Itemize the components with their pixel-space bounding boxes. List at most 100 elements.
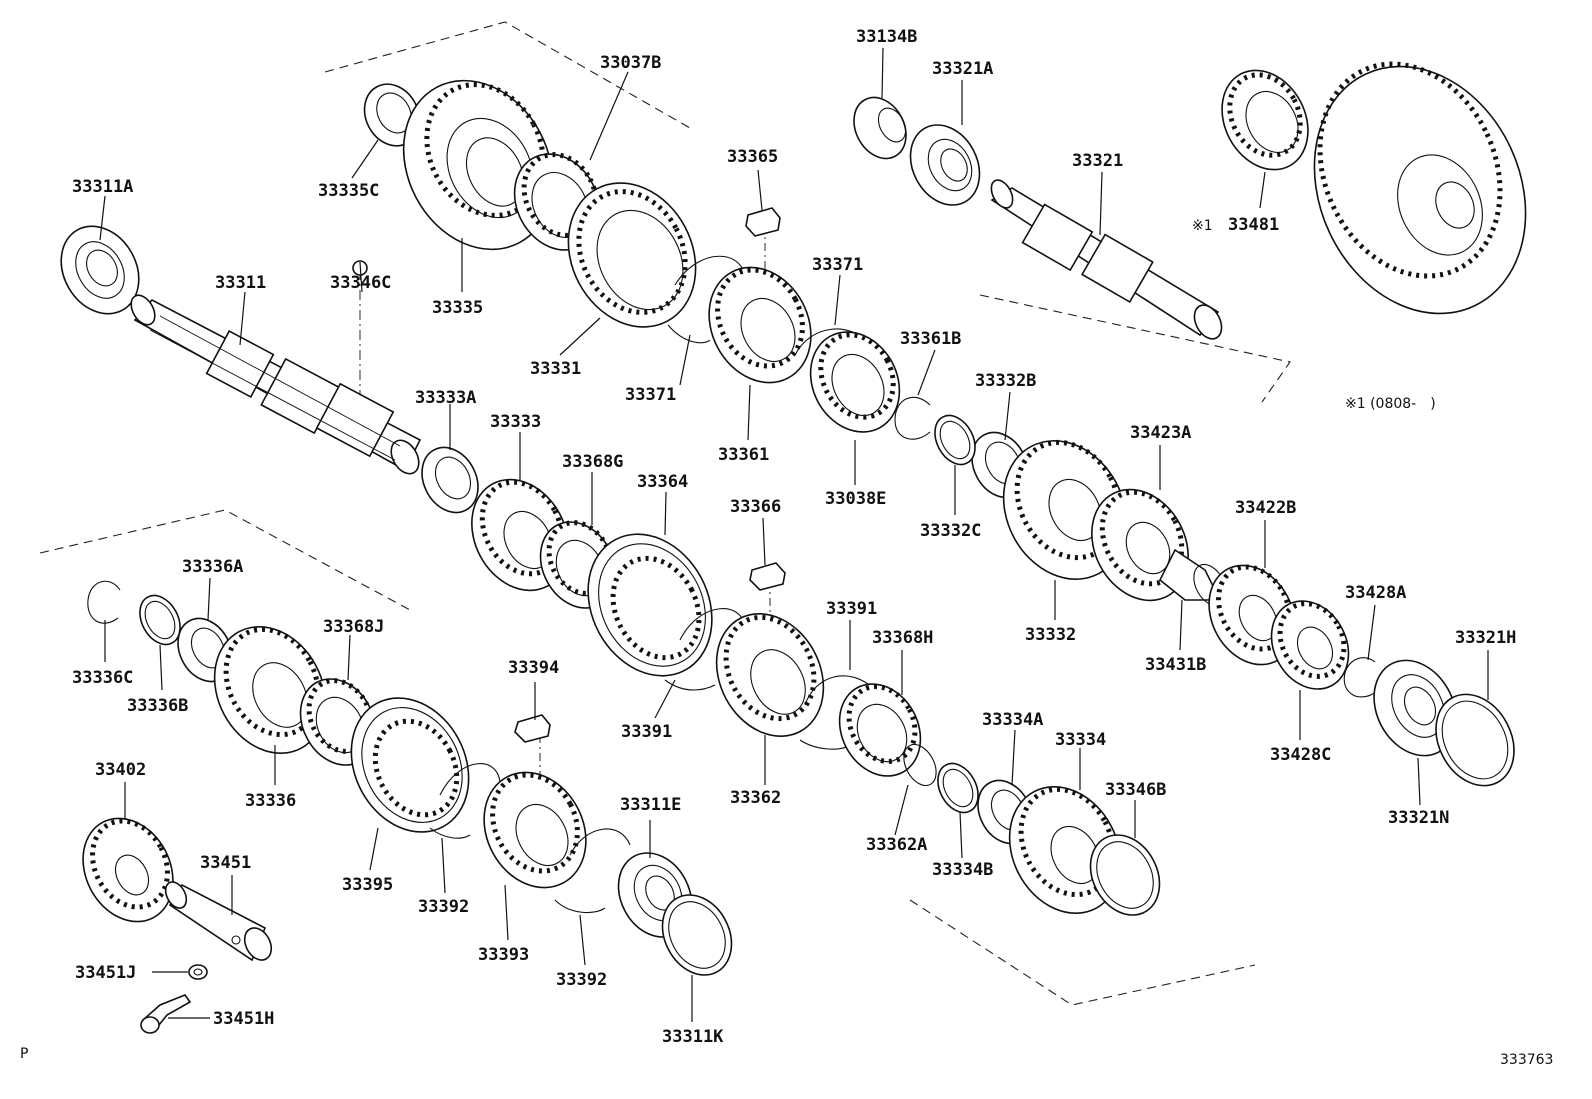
callout-33335C: 33335C	[318, 181, 379, 201]
callout-33394: 33394	[508, 658, 559, 678]
callout-33428A: 33428A	[1345, 583, 1406, 603]
callout-33362A: 33362A	[866, 835, 927, 855]
callout-33331: 33331	[530, 359, 581, 379]
callout-33334A: 33334A	[982, 710, 1043, 730]
callout-33346C: 33346C	[330, 273, 391, 293]
gear-33336	[213, 626, 327, 754]
note-text: ※1 (0808- )	[1345, 396, 1436, 412]
callout-33321A: 33321A	[932, 59, 993, 79]
callout-33391-upper: 33391	[826, 599, 877, 619]
callout-33431B: 33431B	[1145, 655, 1206, 675]
callout-33311K: 33311K	[662, 1027, 724, 1047]
callout-33364: 33364	[637, 472, 688, 492]
callout-33037B: 33037B	[600, 53, 661, 73]
callout-33346B: 33346B	[1105, 780, 1166, 800]
bearing-race-33481	[1221, 69, 1309, 171]
shifting-key-33394	[514, 714, 551, 743]
callout-33371-lower: 33371	[625, 385, 676, 405]
hub-sleeve-33331	[567, 182, 697, 328]
callout-33402: 33402	[95, 760, 146, 780]
clutch-hub-33361	[708, 266, 812, 384]
callout-33336: 33336	[245, 791, 296, 811]
dashed-group-outlines	[39, 21, 1291, 1006]
callout-33362: 33362	[730, 788, 781, 808]
callout-33334: 33334	[1055, 730, 1106, 750]
callout-33332B: 33332B	[975, 371, 1036, 391]
callout-33333A: 33333A	[415, 388, 476, 408]
callout-33451: 33451	[200, 853, 251, 873]
bolt-33451H	[140, 994, 192, 1034]
gear-33335	[402, 79, 554, 251]
diagram-id: 333763	[1500, 1052, 1553, 1068]
callout-33361B: 33361B	[900, 329, 961, 349]
callout-33428C: 33428C	[1270, 745, 1331, 765]
washer-33311K	[661, 894, 733, 976]
callout-33336C: 33336C	[72, 668, 133, 688]
washer-33321H	[1435, 693, 1515, 787]
callout-33393: 33393	[478, 945, 529, 965]
callout-33332: 33332	[1025, 625, 1076, 645]
callout-33368G: 33368G	[562, 452, 623, 472]
hub-sleeve-33364	[587, 533, 713, 677]
callout-33311A: 33311A	[72, 177, 133, 197]
bearing-33321A	[909, 124, 981, 206]
callout-33311: 33311	[215, 273, 266, 293]
shifting-key-33365	[745, 207, 781, 237]
callout-33365: 33365	[727, 147, 778, 167]
callout-33368H: 33368H	[872, 628, 933, 648]
callout-33335: 33335	[432, 298, 483, 318]
callout-33392-right: 33392	[556, 970, 607, 990]
snap-ring-33361B	[894, 396, 931, 440]
washer-33332C	[934, 414, 976, 466]
callout-33321: 33321	[1072, 151, 1123, 171]
gear-33428C	[1270, 600, 1350, 690]
callout-33334B: 33334B	[932, 860, 993, 880]
reverse-idler-gear-33402	[82, 817, 174, 923]
callout-33332C: 33332C	[920, 521, 981, 541]
callout-33321N: 33321N	[1388, 808, 1449, 828]
clutch-hub-33393	[483, 771, 587, 889]
callout-33333: 33333	[490, 412, 541, 432]
snap-ring-33428A	[1343, 657, 1379, 698]
snap-spring-33392-right	[554, 828, 631, 914]
callout-33366: 33366	[730, 497, 781, 517]
snap-spring-33392-left	[429, 763, 501, 839]
input-shaft-33311	[130, 294, 422, 475]
snap-ring-33336C	[87, 580, 121, 624]
shifting-key-33366	[749, 562, 786, 591]
hub-sleeve-33395	[350, 697, 470, 833]
washer-33451J	[188, 964, 208, 980]
callout-33134B: 33134B	[856, 27, 917, 47]
callout-33368J: 33368J	[323, 617, 384, 637]
corner-left-mark: P	[20, 1046, 28, 1062]
synchro-ring-33368H	[838, 683, 922, 777]
idler-shaft-33451	[164, 881, 273, 962]
washer-33346B	[1089, 834, 1161, 916]
leader-lines	[99, 47, 1489, 1022]
washer-33334B	[937, 762, 979, 814]
callout-33395: 33395	[342, 875, 393, 895]
callout-33423A: 33423A	[1130, 423, 1191, 443]
needle-bearing-33333A	[421, 446, 479, 514]
spacer-33134B	[853, 96, 907, 160]
callout-33392-left: 33392	[418, 897, 469, 917]
callout-labels: 33311A 33311 33346C 33335C 33335 33037B …	[20, 27, 1553, 1068]
callout-33336B: 33336B	[127, 696, 188, 716]
callout-33311E: 33311E	[620, 795, 681, 815]
callout-33371-upper: 33371	[812, 255, 863, 275]
callout-33321H: 33321H	[1455, 628, 1516, 648]
bearing-33311A	[60, 225, 140, 315]
callout-33422B: 33422B	[1235, 498, 1296, 518]
synchro-ring-33038E	[809, 331, 901, 433]
callout-33336A: 33336A	[182, 557, 243, 577]
callout-33481: 33481	[1228, 215, 1279, 235]
callout-33451H: 33451H	[213, 1009, 274, 1029]
clutch-hub-33362	[715, 613, 825, 737]
callout-33391-lower: 33391	[621, 722, 672, 742]
callout-33038E: 33038E	[825, 489, 886, 509]
snap-ring-33362A	[903, 743, 937, 787]
callout-33451J: 33451J	[75, 963, 136, 983]
washer-33336B	[139, 594, 181, 646]
ring-gear-large	[1313, 61, 1527, 315]
